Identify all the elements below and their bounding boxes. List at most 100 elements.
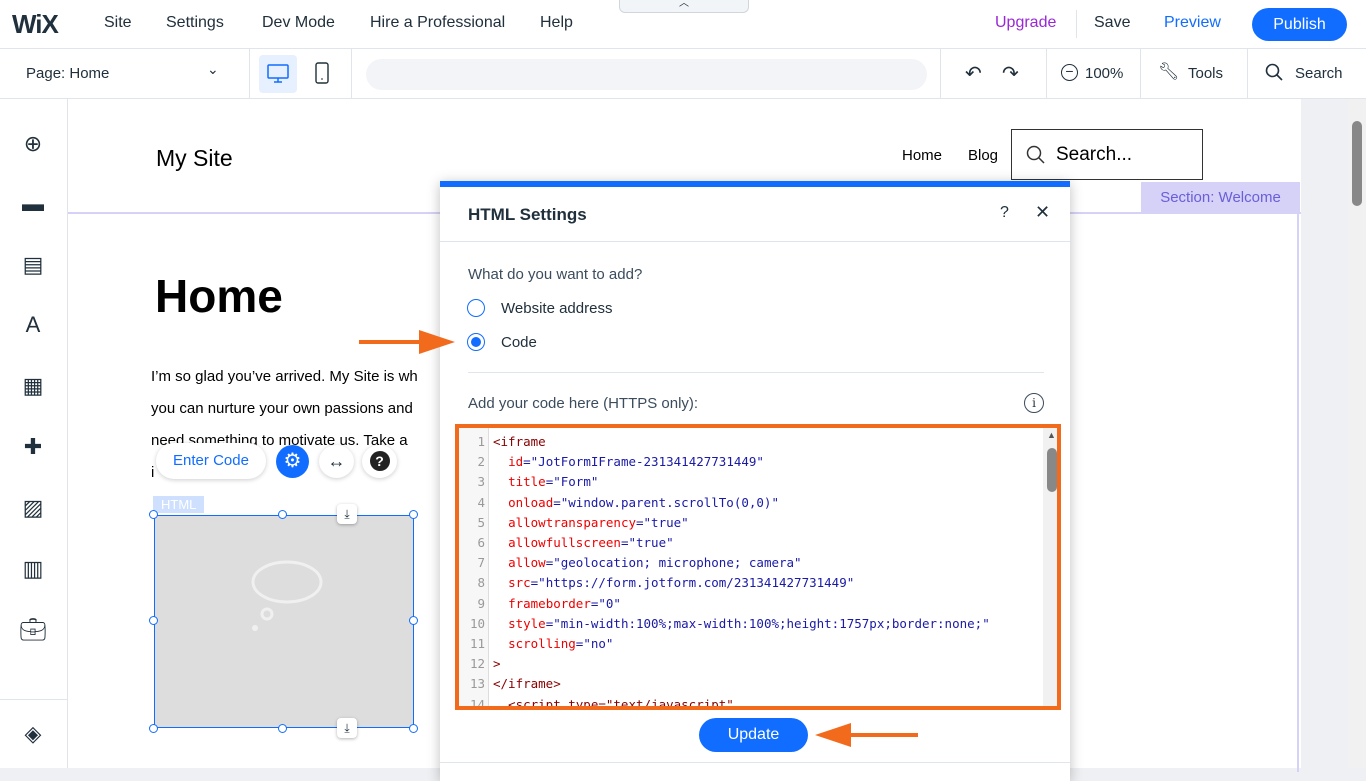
thought-bubble-icon [251, 560, 323, 631]
line-number: 2 [477, 454, 485, 470]
code-line: 12> [459, 654, 990, 674]
pages-icon[interactable]: ▤ [22, 252, 44, 277]
code-scrollbar[interactable]: ▲ [1043, 428, 1057, 706]
info-icon[interactable]: i [1024, 393, 1044, 413]
add-apps-icon[interactable]: ✚ [23, 434, 43, 459]
layers-icon[interactable]: ◈ [24, 721, 42, 746]
url-bar[interactable] [366, 59, 927, 90]
scrollbar-thumb[interactable] [1352, 121, 1362, 206]
zoom-out-icon[interactable]: − [1061, 64, 1078, 81]
code-line: 5 allowtransparency="true" [459, 513, 990, 533]
business-icon[interactable]: 💼︎ [19, 617, 47, 642]
code-line: 13</iframe> [459, 674, 990, 694]
cms-icon[interactable]: ▥ [22, 556, 44, 581]
menu-help[interactable]: Help [540, 14, 573, 31]
media-icon[interactable]: ▨ [22, 495, 44, 520]
html-embed-element[interactable] [154, 515, 414, 728]
resize-handle[interactable] [409, 616, 418, 625]
radio-website-address[interactable]: Website address [467, 299, 612, 317]
radio-code[interactable]: Code [467, 333, 537, 351]
wrench-icon: 🔧︎ [1158, 62, 1180, 81]
line-number: 5 [477, 514, 485, 530]
search-button[interactable]: Search [1295, 65, 1343, 82]
stretch-icon[interactable]: ↔ [319, 445, 354, 478]
search-icon [1026, 145, 1045, 164]
help-icon[interactable]: ? [1000, 204, 1009, 221]
download-icon[interactable]: ⤓ [337, 718, 357, 738]
question-label: What do you want to add? [468, 266, 643, 283]
line-number: 14 [469, 696, 485, 710]
menu-settings[interactable]: Settings [166, 14, 224, 31]
menu-dev-mode[interactable]: Dev Mode [262, 14, 335, 31]
collapse-toggle[interactable]: ︿ [619, 0, 749, 13]
publish-button[interactable]: Publish [1252, 8, 1347, 41]
code-line: 8 src="https://form.jotform.com/23134142… [459, 573, 990, 593]
upgrade-link[interactable]: Upgrade [995, 14, 1057, 31]
line-number: 7 [477, 555, 485, 571]
close-icon[interactable]: ✕ [1035, 202, 1051, 222]
resize-handle[interactable] [149, 616, 158, 625]
line-number: 6 [477, 535, 485, 551]
top-bar: WiX Site Settings Dev Mode Hire a Profes… [0, 0, 1366, 49]
chevron-up-icon: ︿ [679, 0, 689, 9]
code-label: Add your code here (HTTPS only): [468, 395, 699, 412]
site-title: My Site [156, 145, 233, 171]
download-icon[interactable]: ⤓ [337, 504, 357, 524]
undo-icon[interactable]: ↶ [965, 63, 982, 85]
nav-blog[interactable]: Blog [968, 147, 999, 164]
update-button[interactable]: Update [699, 718, 808, 752]
radio-button[interactable] [467, 299, 485, 317]
design-icon[interactable]: A [25, 312, 41, 337]
page-selector[interactable]: Page: Home [26, 65, 110, 82]
add-elements-icon[interactable]: ⊕ [23, 131, 43, 156]
code-line: 3 title="Form" [459, 472, 990, 492]
resize-handle[interactable] [278, 724, 287, 733]
line-number: 9 [477, 595, 485, 611]
mobile-icon [315, 62, 329, 84]
code-line: 2 id="JotFormIFrame-231341427731449" [459, 452, 990, 472]
code-line: 11 scrolling="no" [459, 634, 990, 654]
code-line: 9 frameborder="0" [459, 594, 990, 614]
line-number: 11 [469, 636, 485, 652]
resize-handle[interactable] [149, 510, 158, 519]
save-button[interactable]: Save [1094, 14, 1131, 31]
chevron-down-icon[interactable]: ⌄ [207, 61, 219, 77]
html-element-label: HTML [153, 496, 205, 513]
section-label[interactable]: Section: Welcome [1141, 182, 1300, 213]
resize-handle[interactable] [278, 510, 287, 519]
radio-button-selected[interactable] [467, 333, 485, 351]
left-sidebar: ⊕ ▬ ▤ A ▦ ✚ ▨ ▥ 💼︎ ◈ [0, 99, 68, 768]
scrollbar-thumb[interactable] [1047, 448, 1057, 492]
site-search-box[interactable]: Search... [1011, 129, 1203, 180]
sections-icon[interactable]: ▬ [22, 191, 44, 216]
panel-title: HTML Settings [468, 205, 587, 224]
help-icon[interactable]: ? [362, 445, 397, 478]
nav-home[interactable]: Home [902, 147, 943, 164]
page-scrollbar[interactable] [1348, 99, 1366, 768]
apps-icon[interactable]: ▦ [22, 373, 44, 398]
preview-button[interactable]: Preview [1164, 14, 1221, 31]
redo-icon[interactable]: ↷ [1002, 63, 1019, 85]
wix-logo[interactable]: WiX [12, 9, 59, 39]
line-number: 1 [477, 434, 485, 449]
code-line: 6 allowfullscreen="true" [459, 533, 990, 553]
resize-handle[interactable] [409, 510, 418, 519]
menu-site[interactable]: Site [104, 14, 132, 31]
code-line: 10 style="min-width:100%;max-width:100%;… [459, 614, 990, 634]
tools-button[interactable]: Tools [1188, 65, 1224, 82]
desktop-icon [267, 64, 289, 83]
line-number: 8 [477, 575, 485, 591]
mobile-view-button[interactable] [312, 61, 332, 90]
resize-handle[interactable] [409, 724, 418, 733]
page-heading: Home [155, 270, 283, 322]
desktop-view-button[interactable] [259, 55, 297, 93]
resize-handle[interactable] [149, 724, 158, 733]
menu-hire-professional[interactable]: Hire a Professional [370, 14, 506, 31]
settings-gear-icon[interactable]: ⚙ [276, 445, 309, 478]
zoom-level[interactable]: 100% [1085, 65, 1124, 82]
enter-code-button[interactable]: Enter Code [156, 443, 266, 479]
code-line: 14 <script type="text/javascript" [459, 695, 990, 710]
search-icon [1265, 63, 1283, 86]
